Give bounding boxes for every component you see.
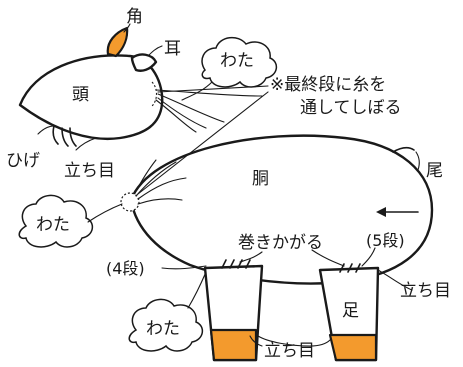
tail-shape: [392, 147, 415, 153]
tail-leader: [415, 151, 420, 171]
wrap-leader-back: [311, 249, 345, 267]
body-standing-leader: [377, 269, 413, 291]
head-standing-leader: [75, 137, 97, 151]
note-line1: ※最終段に糸を: [270, 75, 386, 95]
rows5-leader: [361, 247, 376, 267]
rows4-leader: [161, 265, 207, 270]
stuffing-cloud-top: [181, 36, 278, 101]
back-leg: [318, 266, 380, 362]
stuffing-cloud-bottom: [128, 271, 207, 352]
rows-4-label: (4段): [106, 259, 145, 278]
whiskers-label: ひげ: [6, 151, 40, 171]
leg-standing-leader2: [249, 335, 263, 347]
leg-standing-stitch-label: 立ち目: [264, 341, 315, 361]
tail-label: 尾: [426, 161, 443, 181]
leg-standing-leader: [257, 335, 331, 347]
note-line2: 通してしぼる: [300, 98, 402, 118]
head-label: 頭: [72, 85, 89, 105]
ear-label: 耳: [164, 39, 181, 59]
ear-shape: [130, 53, 158, 72]
head-standing-stitch-label: 立ち目: [64, 161, 115, 181]
front-leg: [203, 264, 264, 362]
head-shape: [18, 54, 164, 140]
note-leader-body: [137, 91, 269, 195]
ear-leader: [147, 45, 163, 57]
tail-arrow-head: [376, 207, 386, 217]
rows-5-label: (5段): [366, 231, 405, 250]
body-shape: [129, 134, 434, 285]
body-label: 胴: [252, 169, 269, 189]
whisker-leader: [37, 125, 55, 135]
beard-shape: [52, 125, 77, 147]
horn-label: 角: [126, 7, 143, 27]
stuffing-cloud-left: [18, 194, 123, 248]
stuffing-label-top: わた: [220, 51, 254, 71]
wrap-leader-front: [239, 251, 263, 263]
stuffing-label-left: わた: [36, 215, 70, 235]
wrap-label: 巻きかがる: [238, 233, 323, 253]
stuffing-label-bottom: わた: [146, 319, 180, 339]
body-gather-circle: [120, 192, 140, 212]
head-gather: [151, 81, 158, 107]
horn-leader: [123, 23, 131, 33]
head-thread-lines: [155, 89, 263, 133]
body-standing-stitch-label: 立ち目: [400, 281, 451, 301]
leg-label: 足: [342, 301, 359, 321]
